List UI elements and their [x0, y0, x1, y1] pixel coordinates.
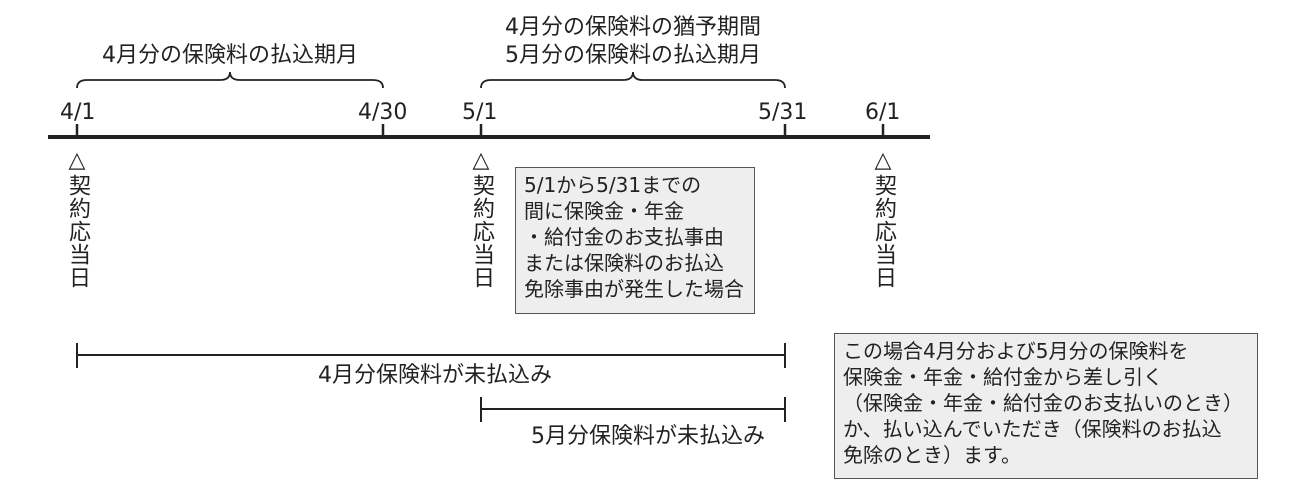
result-explanation-box: この場合4月分および5月分の保険料を 保険金・年金・給付金から差し引く （保険金… [834, 333, 1258, 479]
event-box-line: 免除事由が発生した場合 [524, 277, 744, 301]
brace-grace-period [480, 71, 786, 89]
tick-label-4-30: 4/30 [358, 100, 408, 125]
result-box-line: （保険金・年金・給付金のお支払いのとき） [843, 391, 1243, 415]
tick-label-6-1: 6/1 [865, 100, 901, 125]
event-box-line: ・給付金のお支払事由 [524, 225, 724, 249]
event-condition-box: 5/1から5/31までの 間に保険金・年金 ・給付金のお支払事由 または保険料の… [515, 167, 755, 314]
result-box-line: 免除のとき）ます。 [843, 443, 1021, 467]
label-may-payment-month: 5月分の保険料の払込期月 [505, 43, 761, 68]
label-april-unpaid: 4月分保険料が未払込み [318, 363, 552, 388]
label-may-unpaid: 5月分保険料が未払込み [531, 424, 765, 449]
anchor-4-1: △ 契約応当日 [62, 148, 92, 289]
anchor-label: 契約応当日 [469, 174, 494, 289]
tick-label-5-1: 5/1 [462, 100, 498, 125]
event-box-line: 間に保険金・年金 [524, 199, 684, 223]
label-april-grace-period: 4月分の保険料の猶予期間 [505, 15, 761, 40]
anchor-6-1: △ 契約応当日 [868, 148, 898, 289]
brace-april-payment [76, 71, 384, 89]
triangle-icon: △ [68, 148, 86, 173]
label-april-payment-month: 4月分の保険料の払込期月 [102, 43, 358, 68]
event-box-line: 5/1から5/31までの [524, 173, 702, 197]
event-box-line: または保険料のお払込 [524, 251, 724, 275]
triangle-icon: △ [874, 148, 892, 173]
tick-label-5-31: 5/31 [758, 100, 808, 125]
anchor-label: 契約応当日 [65, 174, 90, 289]
triangle-icon: △ [472, 148, 490, 173]
anchor-5-1: △ 契約応当日 [466, 148, 496, 289]
tick-label-4-1: 4/1 [60, 100, 96, 125]
result-box-line: か、払い込んでいただき（保険料のお払込 [843, 417, 1222, 441]
result-box-line: この場合4月分および5月分の保険料を [843, 339, 1189, 363]
result-box-line: 保険金・年金・給付金から差し引く [843, 365, 1163, 389]
anchor-label: 契約応当日 [871, 174, 896, 289]
